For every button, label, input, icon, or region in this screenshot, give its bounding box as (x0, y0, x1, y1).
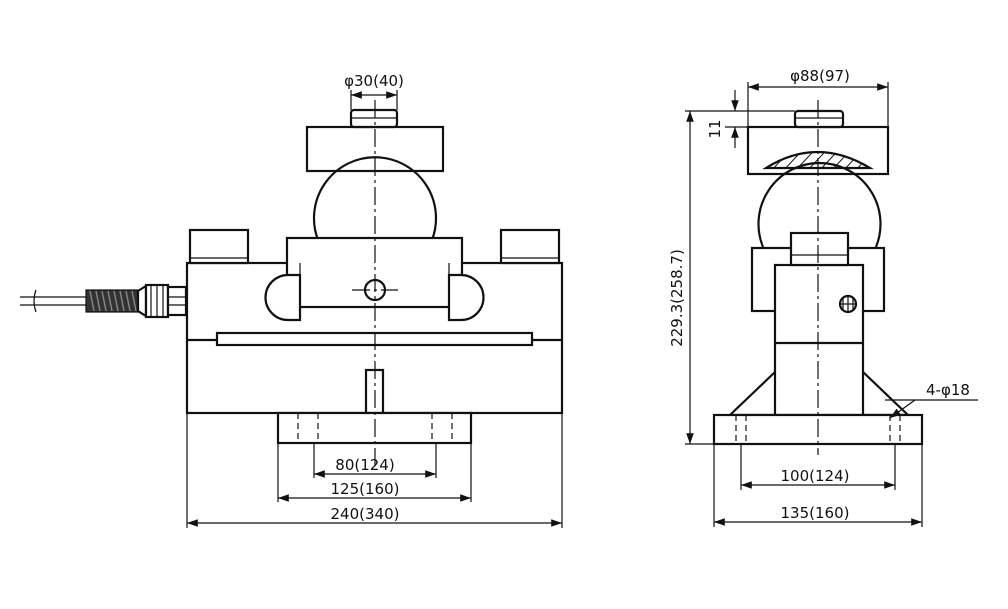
side-center-block (789, 231, 850, 267)
side-top-pin (793, 109, 845, 129)
dim-pin-diameter: φ30(40) (344, 72, 404, 90)
ball (312, 156, 438, 241)
side-view: φ88(97) 11 229.3(258.7) 4-φ18 100(124) 1… (668, 67, 978, 527)
dim-hole-spacing: 80(124) (335, 456, 394, 474)
dim-mounting-holes: 4-φ18 (926, 381, 970, 399)
dim-overall-height: 229.3(258.7) (668, 249, 686, 347)
dim-base-width: 125(160) (331, 480, 400, 498)
dim-side-base-width: 135(160) (781, 504, 850, 522)
cable (20, 283, 188, 319)
side-column (773, 263, 865, 417)
dim-side-hole-spacing: 100(124) (781, 467, 850, 485)
side-ball (757, 161, 882, 248)
front-view: φ30(40) 80(124) 125(160) 240(340) (20, 72, 564, 528)
dim-cap-diameter: φ88(97) (790, 67, 850, 85)
dim-cap-offset: 11 (706, 119, 724, 138)
dim-overall-length: 240(340) (331, 505, 400, 523)
